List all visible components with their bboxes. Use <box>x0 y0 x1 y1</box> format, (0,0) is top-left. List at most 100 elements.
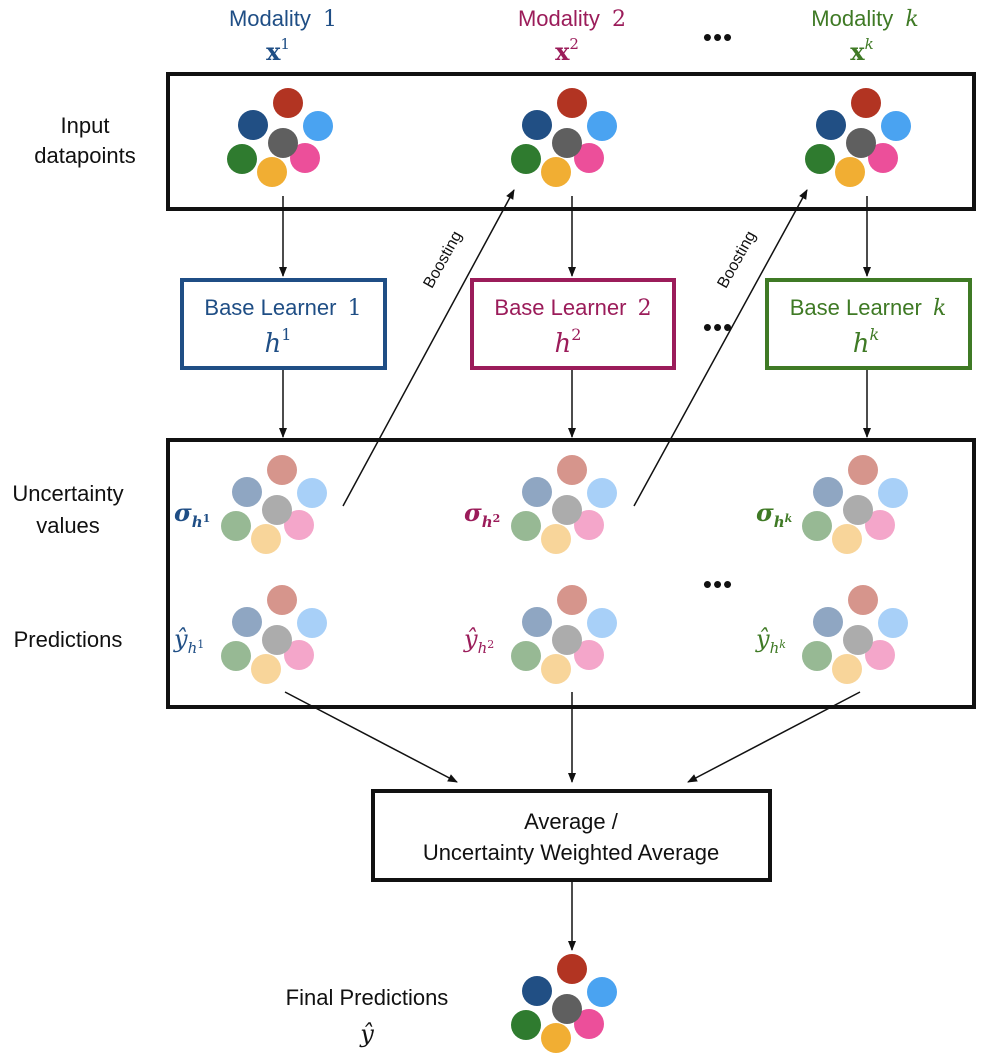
svg-text:h2: h2 <box>555 325 582 359</box>
datapoint-dot <box>511 144 541 174</box>
average-box-line1: Average / <box>524 809 619 834</box>
datapoint-dot <box>832 524 862 554</box>
uncertainty-cluster-2 <box>511 455 617 554</box>
datapoint-dot <box>297 478 327 508</box>
datapoint-dot <box>843 625 873 655</box>
datapoint-dot <box>262 495 292 525</box>
datapoint-dot <box>541 157 571 187</box>
datapoint-dot <box>851 88 881 118</box>
input-datapoints-box <box>166 72 976 211</box>
uncertainty-cluster-1 <box>221 455 327 554</box>
yhat-label-k: ŷhk <box>755 625 786 657</box>
average-box-line2: Uncertainty Weighted Average <box>423 840 719 865</box>
datapoint-dot <box>522 477 552 507</box>
base-learner-k-symbol: h <box>853 329 870 359</box>
sigma-label-2: σh2 <box>464 498 500 531</box>
datapoint-dot <box>262 625 292 655</box>
arrow-predictions-1-to-average <box>284 691 458 783</box>
datapoint-dot <box>813 477 843 507</box>
datapoint-dot <box>541 654 571 684</box>
datapoint-dot <box>511 641 541 671</box>
base-learner-k: Base Learner k hk <box>765 278 972 370</box>
datapoint-dot <box>511 1010 541 1040</box>
modality-1-superscript: 1 <box>280 35 290 53</box>
base-learner-1-label: Base Learner <box>204 295 336 320</box>
base-learner-k-superscript: k <box>870 325 880 344</box>
base-learner-2-symbol: h <box>555 329 572 359</box>
datapoint-dot <box>232 477 262 507</box>
svg-text:Modality 2: Modality 2 <box>518 6 626 32</box>
learner-ellipsis: ••• <box>703 312 733 342</box>
modality-2-superscript: 2 <box>569 35 579 53</box>
prediction-cluster-k <box>802 585 908 684</box>
datapoint-dot <box>290 143 320 173</box>
datapoint-dot <box>552 625 582 655</box>
svg-text:Modality k: Modality k <box>811 6 918 32</box>
svg-text:Base Learner 1: Base Learner 1 <box>204 295 361 321</box>
datapoint-dot <box>541 1023 571 1053</box>
datapoint-dot <box>805 144 835 174</box>
datapoint-dot <box>552 495 582 525</box>
modality-1-symbol: x <box>266 37 281 66</box>
datapoint-dot <box>257 157 287 187</box>
yhat-label-2: ŷh2 <box>463 625 494 657</box>
datapoint-dot <box>802 641 832 671</box>
datapoint-dot <box>227 144 257 174</box>
datapoint-dot <box>587 608 617 638</box>
datapoint-dot <box>552 128 582 158</box>
datapoint-dot <box>802 511 832 541</box>
base-learner-1-box <box>180 278 387 370</box>
base-learner-1-number: 1 <box>348 296 362 321</box>
datapoint-dot <box>303 111 333 141</box>
final-predictions-label: Final Predictions <box>286 985 449 1010</box>
datapoint-dot <box>221 511 251 541</box>
yhat-label-1: ŷh1 <box>173 625 204 657</box>
datapoint-dot <box>835 157 865 187</box>
base-learner-2-box <box>470 278 676 370</box>
svg-text:Base Learner k: Base Learner k <box>790 295 947 321</box>
modality-header-2: Modality 2 x2 <box>518 6 626 66</box>
final-predictions-symbol: ŷ <box>359 1020 374 1048</box>
input-label-line1: Input <box>61 113 110 138</box>
final-prediction-cluster <box>511 954 617 1053</box>
modality-k-number: k <box>905 7 918 32</box>
modality-1-name: Modality <box>229 6 311 31</box>
datapoint-dot <box>813 607 843 637</box>
datapoint-dot <box>574 640 604 670</box>
outputs-box <box>166 438 976 709</box>
datapoint-dot <box>816 110 846 140</box>
datapoint-dot <box>587 977 617 1007</box>
base-learner-1: Base Learner 1 h1 <box>180 278 387 370</box>
datapoint-dot <box>238 110 268 140</box>
datapoint-dot <box>284 510 314 540</box>
datapoint-dot <box>552 994 582 1024</box>
base-learner-k-number: k <box>933 296 946 321</box>
modality-1-number: 1 <box>323 7 337 32</box>
datapoint-dot <box>846 128 876 158</box>
predictions-label: Predictions <box>14 627 123 652</box>
prediction-cluster-2 <box>511 585 617 684</box>
datapoint-dot <box>574 143 604 173</box>
datapoint-dot <box>284 640 314 670</box>
boosting-arrow-2 <box>633 189 808 507</box>
header-ellipsis: ••• <box>703 22 733 52</box>
datapoint-dot <box>832 654 862 684</box>
datapoint-dot <box>557 585 587 615</box>
input-cluster-1 <box>227 88 333 187</box>
svg-text:Base Learner 2: Base Learner 2 <box>494 295 651 321</box>
datapoint-dot <box>297 608 327 638</box>
datapoint-dot <box>868 143 898 173</box>
datapoint-dot <box>587 111 617 141</box>
datapoint-dot <box>865 640 895 670</box>
datapoint-dot <box>522 110 552 140</box>
uncertainty-cluster-k <box>802 455 908 554</box>
boosting-label-2: Boosting <box>715 228 760 291</box>
datapoint-dot <box>251 654 281 684</box>
svg-text:x1: x1 <box>266 35 290 66</box>
sigma-label-1: σh1 <box>174 498 210 531</box>
datapoint-dot <box>587 478 617 508</box>
datapoint-dot <box>522 607 552 637</box>
base-learner-k-label: Base Learner <box>790 295 922 320</box>
